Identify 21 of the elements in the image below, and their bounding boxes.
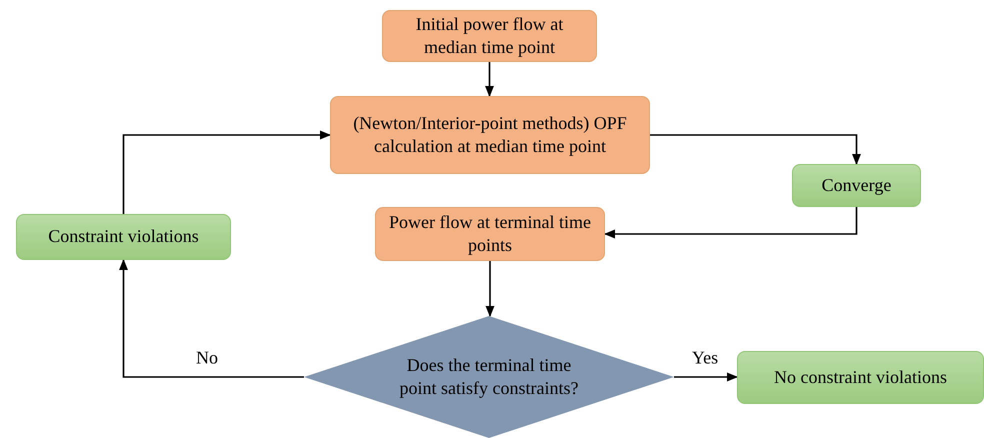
- box-text: Converge: [822, 174, 892, 197]
- arrow: [486, 261, 494, 318]
- arrow: [122, 130, 332, 214]
- arrow: [119, 258, 304, 378]
- box-text: No constraint violations: [774, 366, 947, 389]
- process-box: [792, 164, 921, 207]
- decision-text: Does the terminal time point satisfy constraints?: [399, 354, 579, 400]
- arrow: [650, 134, 861, 166]
- process-box: [382, 10, 597, 62]
- box-text: Constraint violations: [48, 225, 199, 248]
- box-text: Initial power flow at median time point: [414, 12, 564, 59]
- decision-diamond: [304, 316, 674, 438]
- process-box: [16, 214, 231, 260]
- process-box: [737, 351, 984, 404]
- arrow: [674, 372, 738, 382]
- process-box: [330, 96, 650, 174]
- process-box: [375, 207, 605, 261]
- box-text: (Newton/Interior-point methods) OPF calculation at median time point: [352, 112, 628, 158]
- box-text: Power flow at terminal time points: [388, 210, 592, 257]
- arrow: [604, 207, 858, 238]
- arrow: [485, 62, 494, 98]
